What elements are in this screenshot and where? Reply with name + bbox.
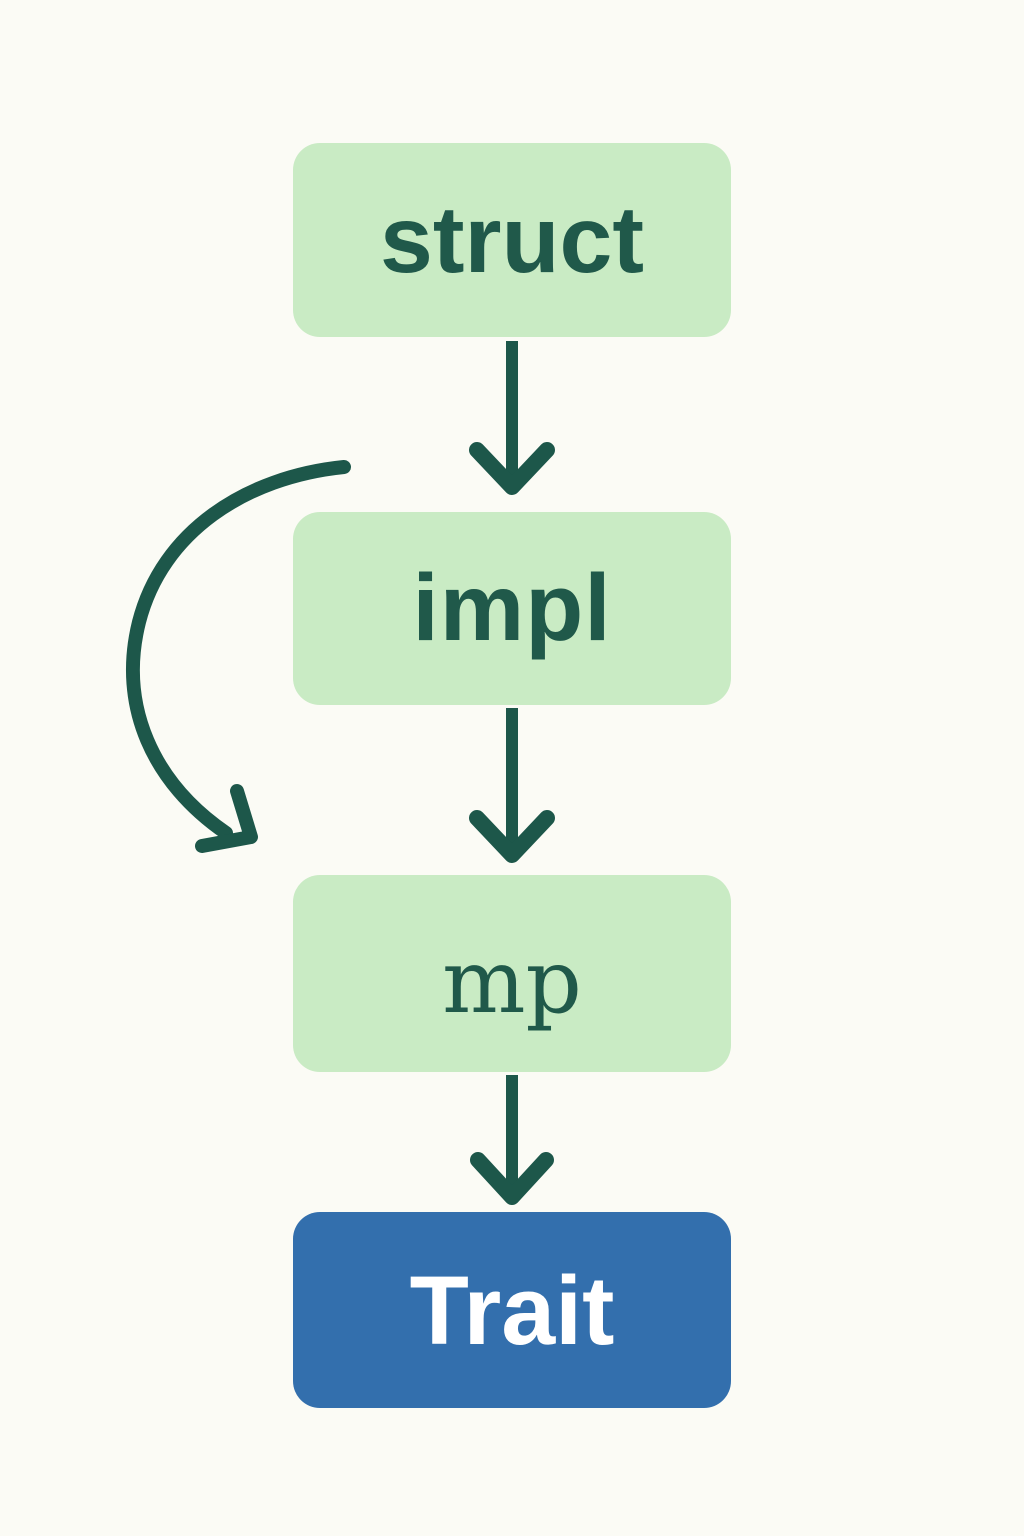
node-mp: mp [293, 875, 731, 1072]
arrow-struct-to-impl [469, 341, 555, 495]
arrow-head-chevron-icon [469, 442, 555, 495]
node-struct-label: struct [380, 186, 644, 293]
arrow-mp-to-trait [470, 1075, 554, 1205]
node-trait: Trait [293, 1212, 731, 1408]
arrow-impl-to-mp [469, 708, 555, 863]
arrow-head-chevron-icon [469, 810, 555, 863]
curved-arrow-head-chevron-icon [195, 784, 258, 853]
arrow-head-chevron-icon [470, 1152, 554, 1205]
node-struct: struct [293, 143, 731, 337]
node-impl: impl [293, 512, 731, 705]
node-impl-label: impl [412, 555, 612, 661]
node-mp-label: mp [442, 929, 582, 1033]
node-trait-label: Trait [409, 1255, 615, 1365]
